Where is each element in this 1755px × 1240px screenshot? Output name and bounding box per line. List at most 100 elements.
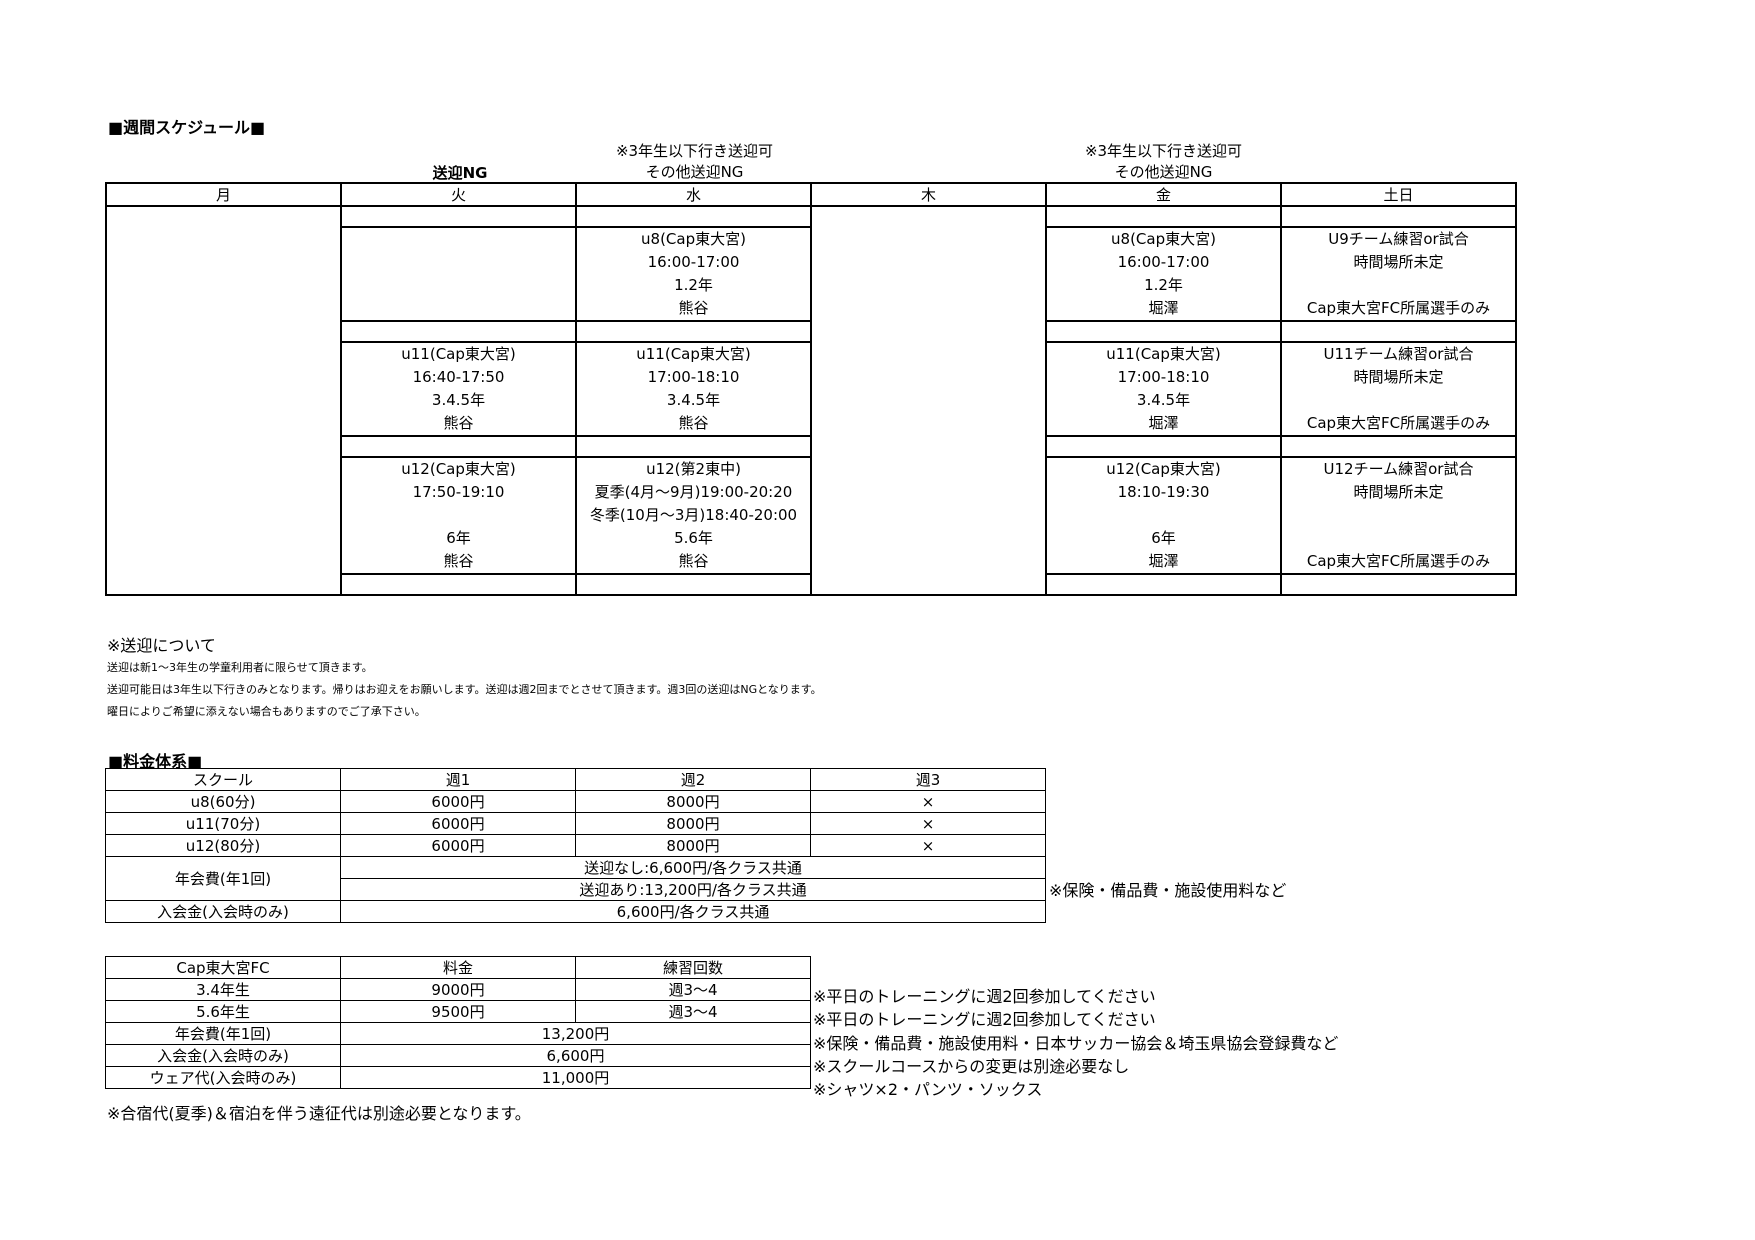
day-header-satsun: 土日 — [1280, 182, 1517, 207]
class-grade: 3.4.5年 — [666, 391, 721, 409]
schedule-block-u12: u12(Cap東大宮) 17:50-19:10 6年 熊谷 u12(第2東中) … — [106, 456, 1517, 575]
club-header-fee: 料金 — [340, 956, 576, 979]
entry-fee-value: 6,600円/各クラス共通 — [340, 900, 1046, 923]
club-header-name: Cap東大宮FC — [105, 956, 341, 979]
club-row-56: 5.6年生 9500円 週3〜4 — [105, 1000, 811, 1023]
class-name: u12(Cap東大宮) — [1106, 460, 1221, 478]
club-header-practice: 練習回数 — [575, 956, 811, 979]
club-practice: 週3〜4 — [575, 978, 811, 1001]
club-row-entry: 入会金(入会時のみ) 6,600円 — [105, 1044, 811, 1067]
fri-block-2: u11(Cap東大宮) 17:00-18:10 3.4.5年 堀澤 — [1045, 341, 1282, 437]
fri-block-3: u12(Cap東大宮) 18:10-19:30 6年 堀澤 — [1045, 456, 1282, 575]
annual-fee-no-transport: 送迎なし:6,600円/各クラス共通 — [340, 856, 1046, 879]
club-note-3: ※保険・備品費・施設使用料・日本サッカー協会＆埼玉県協会登録費など — [813, 1034, 1339, 1053]
day-header-fri: 金 — [1045, 182, 1282, 207]
fee-week2: 8000円 — [575, 790, 811, 813]
tue-block-1 — [340, 226, 577, 322]
wed-block-1: u8(Cap東大宮) 16:00-17:00 1.2年 熊谷 — [575, 226, 812, 322]
club-wear-label: ウェア代(入会時のみ) — [105, 1066, 341, 1089]
fee-row-u11: u11(70分) 6000円 8000円 × — [105, 812, 1046, 835]
spacer-row — [106, 573, 1517, 596]
thursday-column — [810, 205, 1047, 596]
wed-block-2: u11(Cap東大宮) 17:00-18:10 3.4.5年 熊谷 — [575, 341, 812, 437]
class-grade: 6年 — [1151, 529, 1176, 547]
class-time: 17:00-18:10 — [647, 368, 740, 386]
transport-line-1: 送迎は新1〜3年生の学童利用者に限らせて頂きます。 — [107, 661, 373, 674]
class-name: u12(第2東中) — [646, 460, 741, 478]
entry-fee-label: 入会金(入会時のみ) — [105, 900, 341, 923]
fee-week3: × — [810, 834, 1046, 857]
club-note-5: ※シャツ×2・パンツ・ソックス — [813, 1080, 1043, 1099]
fee-header-week2: 週2 — [575, 768, 811, 791]
fee-header-week1: 週1 — [340, 768, 576, 791]
club-grade: 5.6年生 — [105, 1000, 341, 1023]
class-blank — [1283, 527, 1514, 550]
class-grade: 3.4.5年 — [431, 391, 486, 409]
club-row-annual: 年会費(年1回) 13,200円 — [105, 1022, 811, 1045]
club-annual-label: 年会費(年1回) — [105, 1022, 341, 1045]
day-header-mon: 月 — [105, 182, 342, 207]
class-blank — [343, 504, 574, 527]
fee-header-school: スクール — [105, 768, 341, 791]
spacer-row — [106, 320, 1517, 343]
class-grade: 1.2年 — [1144, 276, 1183, 294]
class-eligibility: Cap東大宮FC所属選手のみ — [1306, 414, 1491, 432]
club-fee-table: Cap東大宮FC 料金 練習回数 3.4年生 9000円 週3〜4 5.6年生 … — [105, 956, 811, 1089]
tue-block-3: u12(Cap東大宮) 17:50-19:10 6年 熊谷 — [340, 456, 577, 575]
club-note-1: ※平日のトレーニングに週2回参加してください — [813, 987, 1156, 1006]
class-name: u11(Cap東大宮) — [636, 345, 751, 363]
sat-block-1: U9チーム練習or試合 時間場所未定 Cap東大宮FC所属選手のみ — [1280, 226, 1517, 322]
class-coach: 堀澤 — [1148, 299, 1179, 317]
class-name: u11(Cap東大宮) — [401, 345, 516, 363]
fee-week1: 6000円 — [340, 812, 576, 835]
wednesday-note-line-1: ※3年生以下行き送迎可 — [615, 142, 774, 160]
day-header-thu: 木 — [810, 182, 1047, 207]
fee-row-entry: 入会金(入会時のみ) 6,600円/各クラス共通 — [105, 900, 1046, 923]
class-grade: 1.2年 — [674, 276, 713, 294]
club-entry-label: 入会金(入会時のみ) — [105, 1044, 341, 1067]
class-time: 16:40-17:50 — [412, 368, 505, 386]
fee-week3: × — [810, 790, 1046, 813]
fee-row-u8: u8(60分) 6000円 8000円 × — [105, 790, 1046, 813]
class-eligibility: Cap東大宮FC所属選手のみ — [1306, 299, 1491, 317]
class-time: 16:00-17:00 — [1117, 253, 1210, 271]
class-name: u8(Cap東大宮) — [1111, 230, 1216, 248]
club-fee: 9500円 — [340, 1000, 576, 1023]
class-blank — [1283, 389, 1514, 412]
fee-row-u12: u12(80分) 6000円 8000円 × — [105, 834, 1046, 857]
class-coach: 熊谷 — [678, 552, 709, 570]
class-name: u8(Cap東大宮) — [641, 230, 746, 248]
club-fee: 9000円 — [340, 978, 576, 1001]
transport-title: ※送迎について — [107, 636, 216, 655]
class-time: 18:10-19:30 — [1117, 483, 1210, 501]
class-coach: 熊谷 — [443, 552, 474, 570]
class-grade: 6年 — [446, 529, 471, 547]
club-practice: 週3〜4 — [575, 1000, 811, 1023]
annual-fee-note: ※保険・備品費・施設使用料など — [1049, 881, 1287, 900]
fee-header-row: スクール 週1 週2 週3 — [105, 768, 1046, 791]
annual-fee-with-transport: 送迎あり:13,200円/各クラス共通 — [340, 878, 1046, 901]
tue-block-2: u11(Cap東大宮) 16:40-17:50 3.4.5年 熊谷 — [340, 341, 577, 437]
club-note-4: ※スクールコースからの変更は別途必要なし — [813, 1057, 1130, 1076]
class-coach: 熊谷 — [678, 414, 709, 432]
schedule-header-row: 月 火 水 木 金 土日 — [105, 182, 1517, 207]
class-coach: 堀澤 — [1148, 552, 1179, 570]
wednesday-note-line-2: その他送迎NG — [645, 163, 744, 181]
class-name: u12(Cap東大宮) — [401, 460, 516, 478]
class-name: U12チーム練習or試合 — [1323, 460, 1474, 478]
monday-column — [105, 205, 342, 596]
fees-title: ■料金体系■ — [108, 752, 203, 771]
class-blank — [1283, 274, 1514, 297]
friday-note-line-2: その他送迎NG — [1114, 163, 1213, 181]
club-entry-value: 6,600円 — [340, 1044, 811, 1067]
fee-class: u8(60分) — [105, 790, 341, 813]
class-name: u11(Cap東大宮) — [1106, 345, 1221, 363]
class-coach: 熊谷 — [443, 414, 474, 432]
friday-note: ※3年生以下行き送迎可 その他送迎NG — [1046, 141, 1281, 183]
club-annual-value: 13,200円 — [340, 1022, 811, 1045]
fee-row-annual-2: 送迎あり:13,200円/各クラス共通 — [106, 878, 1046, 901]
class-time-winter: 冬季(10月〜3月)18:40-20:00 — [589, 506, 798, 524]
fee-class: u12(80分) — [105, 834, 341, 857]
weekly-schedule-table: 月 火 水 木 金 土日 u8(Cap東大宮) 16:00-17:00 1.2年… — [105, 182, 1517, 596]
fee-class: u11(70分) — [105, 812, 341, 835]
